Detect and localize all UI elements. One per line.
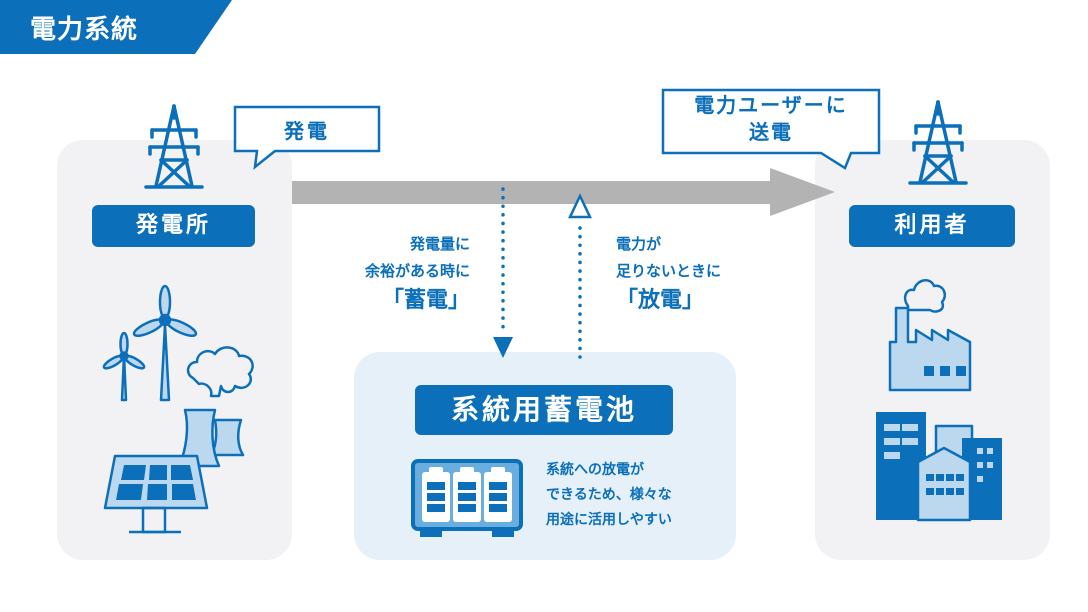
battery-storage-icon xyxy=(411,459,523,537)
power-plant-label: 発電所 xyxy=(92,205,255,247)
store-caption-line-1: 発電量に xyxy=(409,235,470,253)
arrow-head xyxy=(770,168,835,216)
factory-smoke-icon xyxy=(903,278,946,313)
battery-description-line: 系統への放電が xyxy=(546,462,644,478)
cooling-tower-icon xyxy=(177,408,221,468)
transmission-arrow xyxy=(292,168,835,216)
grid-battery-label: 系統用蓄電池 xyxy=(415,385,673,435)
discharge-caption: 電力が 足りないときに 「放電」 xyxy=(616,231,721,317)
store-flow-arrow xyxy=(493,187,513,358)
small-wind-turbine-icon xyxy=(102,331,146,402)
power-generation-illustration xyxy=(102,284,254,534)
consumer-illustration xyxy=(876,278,1002,522)
user-label: 利用者 xyxy=(849,205,1015,247)
discharge-caption-line-1: 電力が xyxy=(616,235,662,253)
factory-icon xyxy=(888,306,972,392)
battery-description-line: できるため、様々な xyxy=(546,487,672,503)
battery-description: 系統への放電が できるため、様々な 用途に活用しやすい xyxy=(546,458,672,533)
store-caption: 発電量に 余裕がある時に 「蓄電」 xyxy=(365,231,470,317)
down-arrow-head xyxy=(493,337,513,358)
large-wind-turbine-icon xyxy=(132,284,198,402)
transmission-bubble-text: 電力ユーザーに 送電 xyxy=(661,92,881,146)
page-title: 電力系統 xyxy=(30,15,139,45)
discharge-caption-emphasis: 「放電」 xyxy=(616,288,705,313)
up-arrow-head xyxy=(568,193,592,219)
office-buildings-icon xyxy=(876,412,1002,522)
store-caption-line-2: 余裕がある時に xyxy=(364,262,470,280)
speech-bubble-shape xyxy=(661,88,881,170)
smoke-cloud-icon xyxy=(186,346,254,398)
battery-description-line: 用途に活用しやすい xyxy=(546,512,672,528)
transmission-bubble: 電力ユーザーに 送電 xyxy=(661,88,881,170)
generation-bubble: 発電 xyxy=(233,105,381,170)
solar-panel-icon xyxy=(103,454,209,534)
transmission-tower-icon xyxy=(908,100,968,185)
transmission-line-1: 電力ユーザーに xyxy=(694,93,848,117)
title-banner-shape xyxy=(0,0,232,54)
arrow-shaft xyxy=(292,181,772,204)
store-caption-emphasis: 「蓄電」 xyxy=(381,288,470,313)
discharge-caption-line-2: 足りないときに xyxy=(616,262,722,280)
transmission-tower-icon xyxy=(144,104,204,189)
title-banner: 電力系統 xyxy=(0,0,232,54)
discharge-flow-arrow xyxy=(568,193,592,359)
generation-bubble-text: 発電 xyxy=(284,119,330,143)
transmission-line-2: 送電 xyxy=(749,120,793,144)
cooling-tower-icon xyxy=(209,418,245,457)
speech-bubble-shape xyxy=(233,105,381,170)
